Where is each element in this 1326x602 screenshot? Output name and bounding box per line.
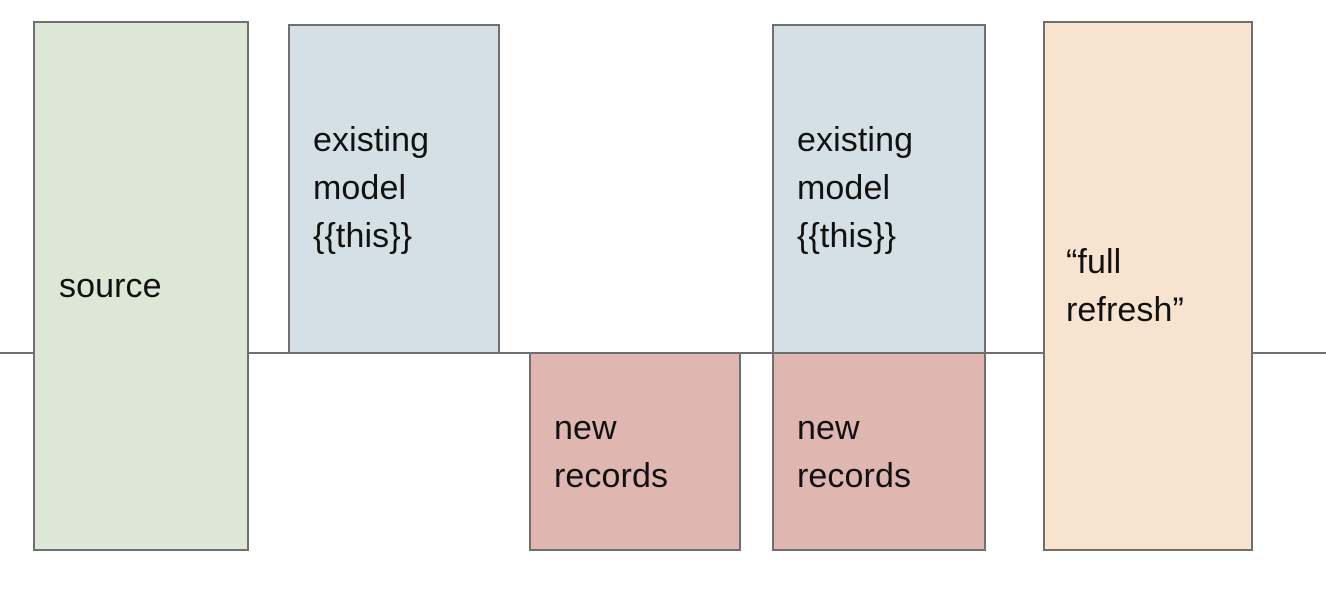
box-existing-model-2-label: existing model {{this}} [797, 121, 914, 255]
box-new-records-1[interactable]: new records [529, 352, 741, 551]
box-new-records-2[interactable]: new records [772, 352, 986, 551]
box-new-records-2-label: new records [797, 408, 912, 495]
box-new-records-1-label: new records [554, 408, 669, 495]
box-existing-model-1-label: existing model {{this}} [313, 121, 430, 255]
box-full-refresh-label: “full refresh” [1066, 243, 1184, 329]
box-full-refresh[interactable]: “full refresh” [1043, 21, 1253, 551]
box-source-label: source [59, 267, 162, 305]
box-existing-model-1[interactable]: existing model {{this}} [288, 24, 500, 354]
box-source[interactable]: source [33, 21, 249, 551]
box-existing-model-2[interactable]: existing model {{this}} [772, 24, 986, 354]
